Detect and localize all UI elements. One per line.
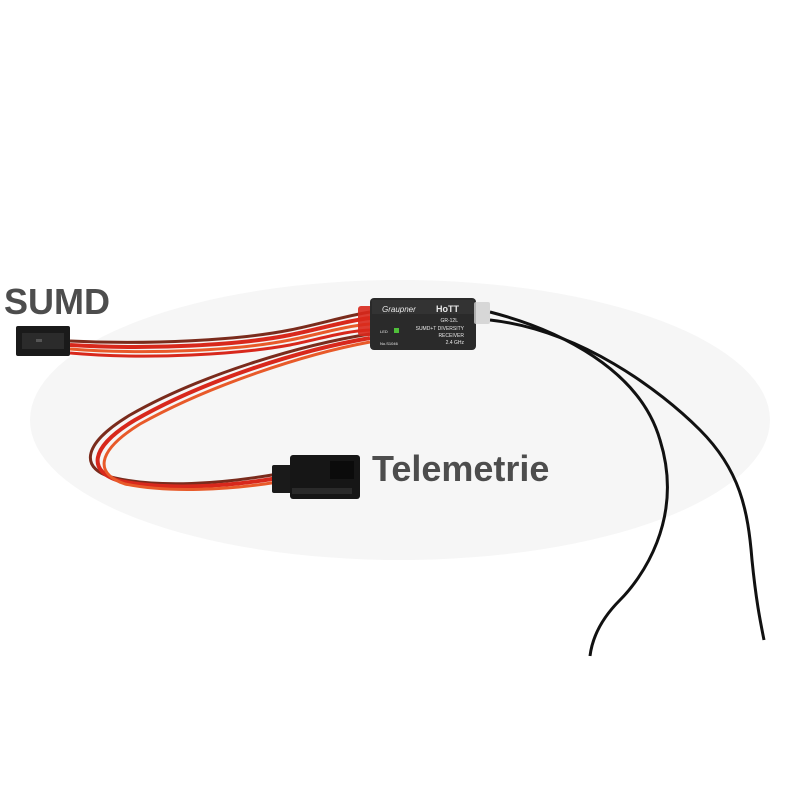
label-sumd: SUMD [4, 281, 110, 322]
receiver-model: GR-12L [440, 318, 458, 324]
receiver-brand: Graupner [382, 305, 416, 314]
telemetrie-cable [88, 332, 371, 491]
antenna-group [489, 310, 766, 657]
receiver-serial: No.S1046 [380, 341, 399, 346]
sumd-cable [69, 310, 371, 358]
telemetrie-connector [272, 455, 360, 499]
sumd-connector [16, 326, 70, 356]
label-telemetrie: Telemetrie [372, 448, 550, 489]
receiver-module: Graupner HoTT GR-12L SUMD+T DIVERSITY RE… [358, 298, 490, 350]
antenna-wire-right [489, 318, 766, 641]
receiver-line2: RECEIVER [438, 333, 464, 339]
led-indicator [394, 328, 399, 333]
receiver-line3: 2.4 GHz [446, 340, 465, 346]
receiver-line1: SUMD+T DIVERSITY [416, 326, 465, 332]
receiver-logo: HoTT [436, 304, 459, 314]
receiver-led-label: LED [380, 329, 388, 334]
